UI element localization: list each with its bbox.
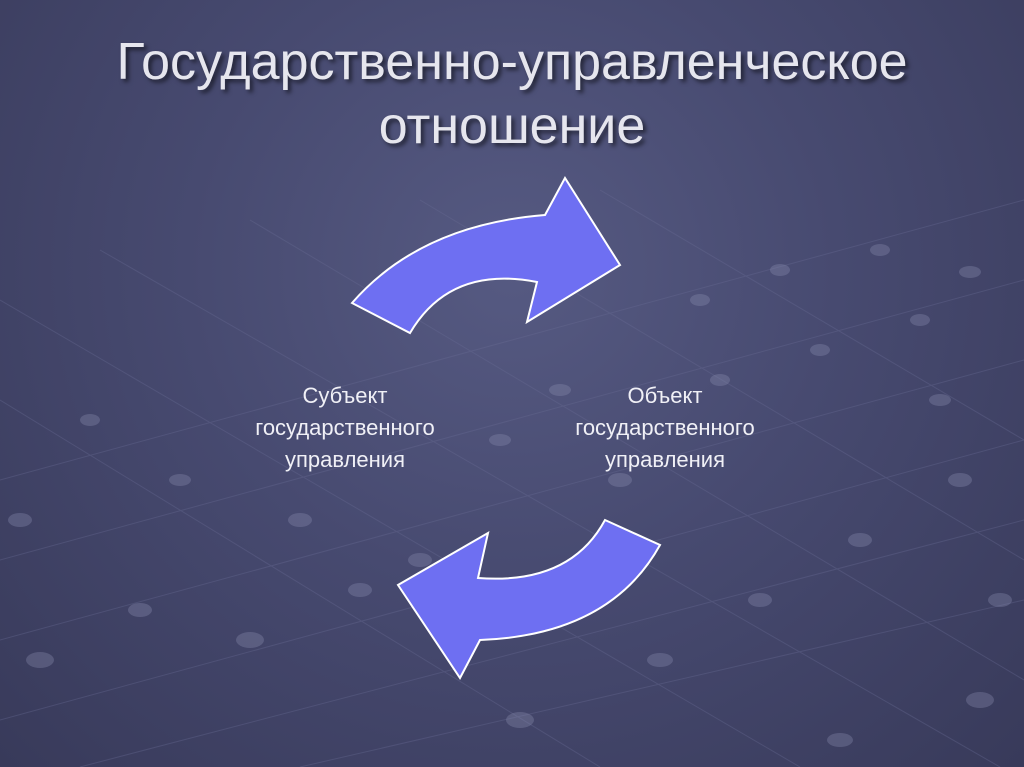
object-label-line-3: управления xyxy=(605,447,725,472)
subject-label-line-2: государственного xyxy=(255,415,435,440)
object-label-line-1: Объект xyxy=(627,383,703,408)
object-node-label: Объект государственного управления xyxy=(525,380,805,476)
subject-node-label: Субъект государственного управления xyxy=(205,380,485,476)
slide-title: Государственно-управленческое отношение xyxy=(40,30,984,158)
object-label-line-2: государственного xyxy=(575,415,755,440)
subject-label-line-3: управления xyxy=(285,447,405,472)
slide-title-line-2: отношение xyxy=(378,97,646,155)
top-curved-arrow-right xyxy=(350,176,622,335)
subject-label-line-1: Субъект xyxy=(302,383,388,408)
bottom-curved-arrow-left xyxy=(396,518,662,680)
slide-title-line-1: Государственно-управленческое xyxy=(116,33,908,91)
